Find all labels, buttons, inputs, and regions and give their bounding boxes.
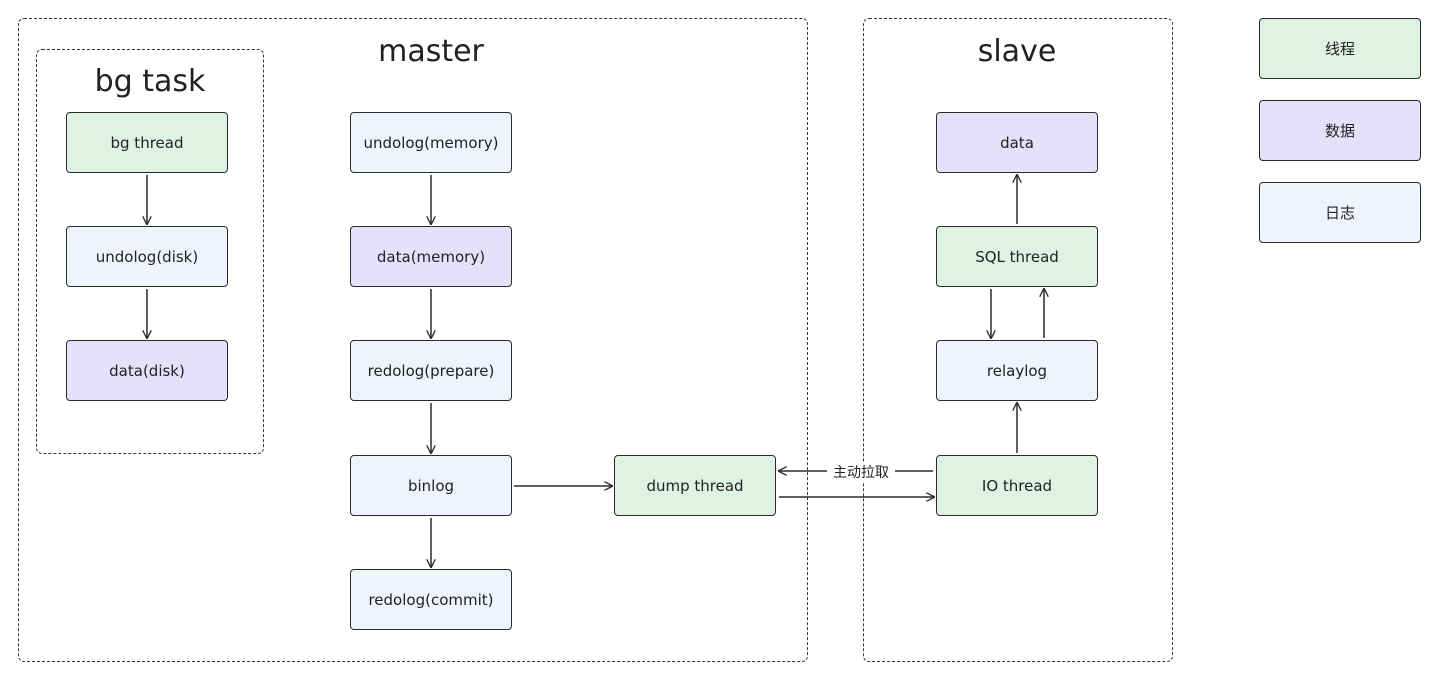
sql-thread-node: SQL thread	[936, 226, 1098, 287]
master-title: master	[378, 34, 484, 69]
undolog-memory-node: undolog(memory)	[350, 112, 512, 173]
io-thread-node: IO thread	[936, 455, 1098, 516]
redolog-commit-node: redolog(commit)	[350, 569, 512, 630]
bg-thread-node: bg thread	[66, 112, 228, 173]
legend-data: 数据	[1259, 100, 1421, 161]
legend-thread: 线程	[1259, 18, 1421, 79]
data-memory-node: data(memory)	[350, 226, 512, 287]
bg-task-title: bg task	[94, 64, 206, 99]
undolog-disk-node: undolog(disk)	[66, 226, 228, 287]
bg-task-region	[36, 49, 264, 454]
relaylog-node: relaylog	[936, 340, 1098, 401]
data-disk-node: data(disk)	[66, 340, 228, 401]
pull-edge-label: 主动拉取	[827, 462, 895, 482]
slave-data-node: data	[936, 112, 1098, 173]
binlog-node: binlog	[350, 455, 512, 516]
legend-log: 日志	[1259, 182, 1421, 243]
slave-title: slave	[977, 34, 1057, 69]
redolog-prepare-node: redolog(prepare)	[350, 340, 512, 401]
slave-region	[863, 18, 1173, 662]
master-region	[18, 18, 808, 662]
dump-thread-node: dump thread	[614, 455, 776, 516]
